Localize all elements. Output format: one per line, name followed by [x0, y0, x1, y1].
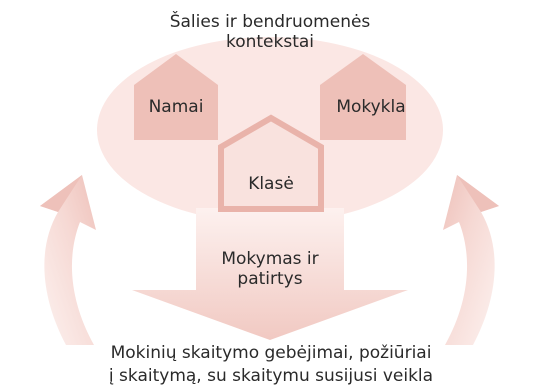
school-house-shape	[320, 54, 406, 140]
context-title-line2: kontekstai	[225, 32, 315, 52]
teaching-label: Mokymas ir patirtys	[180, 249, 360, 289]
outcome-label-line1: Mokinių skaitymo gebėjimai, požiūriai	[110, 343, 432, 363]
context-title-line1: Šalies ir bendruomenės	[169, 12, 371, 32]
outcome-label: Mokinių skaitymo gebėjimai, požiūriai į …	[44, 342, 498, 388]
context-title: Šalies ir bendruomenės kontekstai	[120, 12, 420, 52]
school-label: Mokykla	[336, 97, 406, 117]
classroom-label: Klasė	[248, 174, 294, 194]
classroom-house-shape	[218, 114, 324, 212]
outcome-label-line2: į skaitymą, su skaitymu susijusi veikla	[108, 366, 434, 386]
right-feedback-arrow-fold	[457, 175, 499, 212]
right-feedback-arrow	[443, 175, 499, 345]
left-feedback-arrow-fold	[40, 175, 82, 212]
home-house-shape	[134, 54, 218, 140]
teaching-label-line1: Mokymas ir	[221, 249, 319, 269]
teaching-down-arrow	[132, 208, 408, 340]
left-feedback-arrow	[40, 175, 96, 345]
teaching-label-line2: patirtys	[237, 269, 303, 289]
home-label: Namai	[148, 97, 204, 117]
